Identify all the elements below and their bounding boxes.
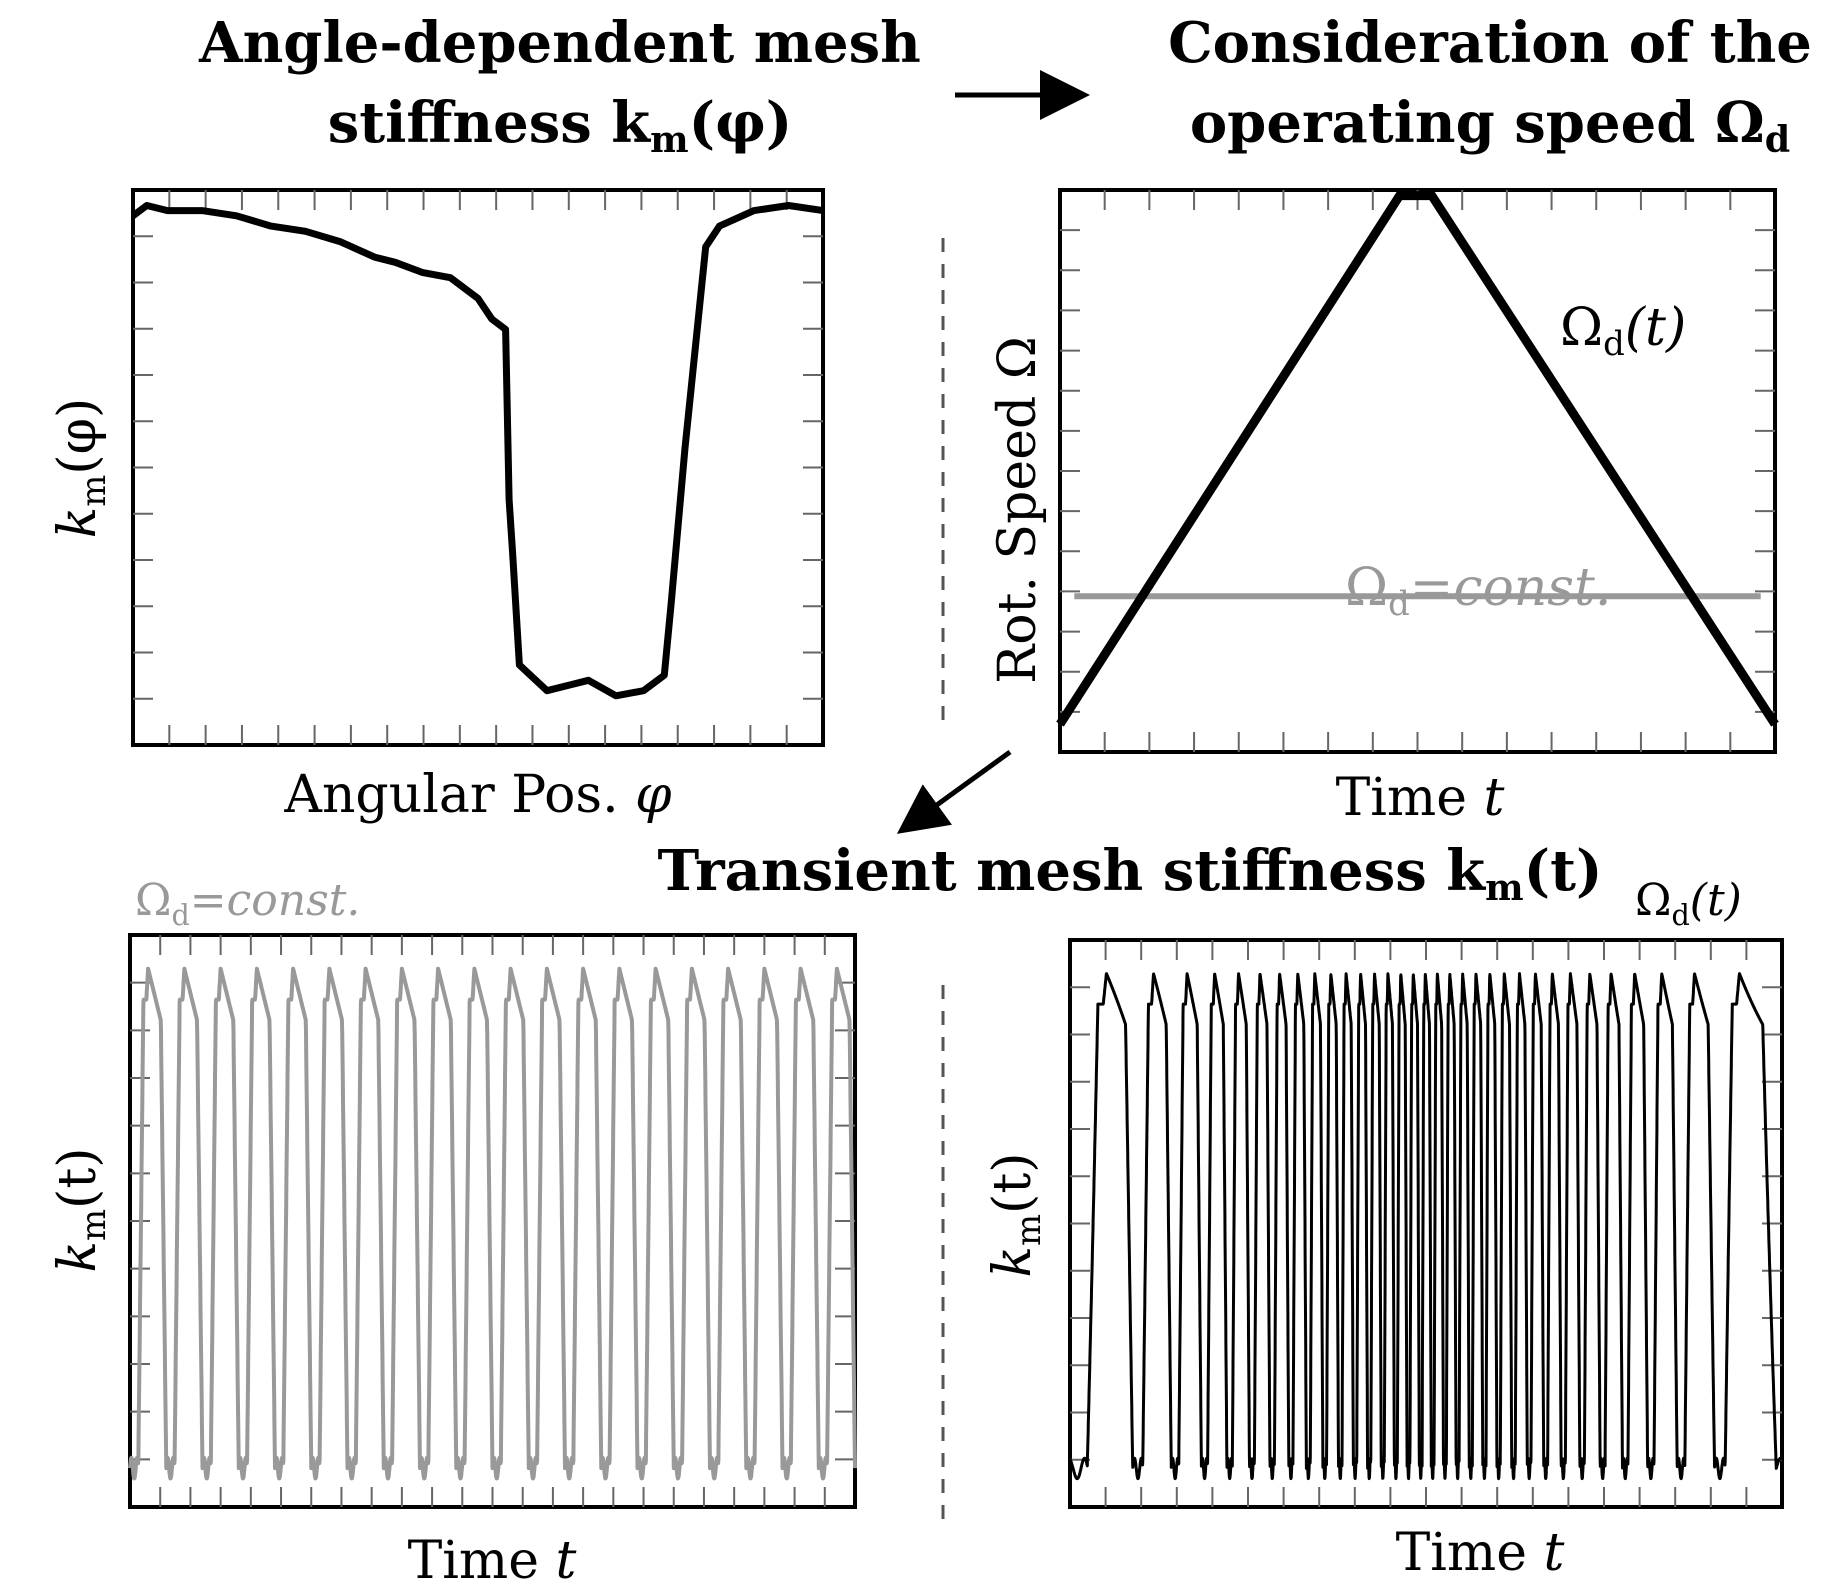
panel-omega: Ωd(t) Ωd=const. Time t Rot. Speed Ω [988,188,1779,828]
xlabel-time: Time t [408,1531,577,1591]
omega-ramp-label: Ωd(t) [1560,298,1686,363]
tick-marks [1060,190,1775,752]
xlabel-time: Time t [1396,1523,1565,1583]
header-omega-const: Ωd=const. [135,875,360,932]
title-transient: Transient mesh stiffness km(t) [658,838,1603,909]
arrow-down-left [896,749,1012,834]
omega-ramp-line [1056,191,1779,727]
panel-km-t-const: Ωd=const. Time t km(t) [48,875,857,1591]
title-operating-speed-line2: operating speed Ωd [1190,90,1790,161]
ylabel-km-phi: km(φ) [48,398,113,539]
km-t-const-curve [128,966,857,1481]
axes-frame [1058,188,1777,754]
title-angle-dependent-line2: stiffness km(φ) [328,90,793,161]
tick-marks [1070,940,1782,1507]
omega-const-label: Ωd=const. [1345,558,1611,623]
header-omega-t: Ωd(t) [1635,875,1742,932]
tick-marks [133,190,823,745]
ylabel-km-t: km(t) [983,1152,1048,1277]
xlabel-angular-pos: Angular Pos. φ [283,765,672,825]
title-angle-dependent-line1: Angle-dependent mesh [198,10,921,76]
ylabel-km-t: km(t) [48,1147,113,1272]
xlabel-time: Time t [1336,768,1505,828]
km-t-ramp-curve [1068,972,1784,1481]
ylabel-rot-speed: Rot. Speed Ω [988,336,1048,684]
axes-frame [131,188,825,747]
panel-km-t-ramp: Ωd(t) Time t km(t) [983,875,1784,1583]
panel-km-phi: Angular Pos. φ km(φ) [48,188,825,825]
km-phi-curve [130,202,824,700]
title-operating-speed-line1: Consideration of the [1168,10,1812,76]
